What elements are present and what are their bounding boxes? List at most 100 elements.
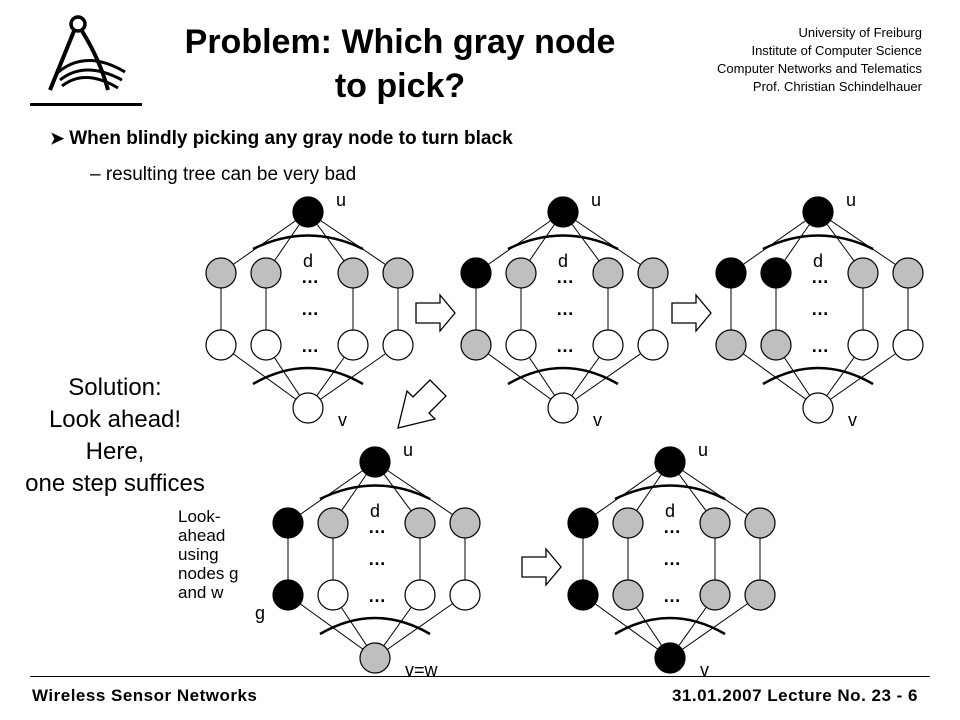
- label-v: v: [338, 410, 347, 430]
- lookahead-line-5: and w: [178, 583, 224, 602]
- node-d: [612, 507, 644, 539]
- node-d: [505, 257, 537, 289]
- right-arrow-icon: [415, 293, 456, 333]
- ellipsis: …: [301, 267, 319, 287]
- node-lower: [760, 329, 792, 361]
- label-d: d: [558, 251, 568, 271]
- upper-arc: [762, 234, 874, 251]
- lookahead-line-3: using: [178, 545, 219, 564]
- graph-3: ud………v: [715, 190, 924, 430]
- lookahead-line-2: ahead: [178, 526, 226, 545]
- node-lower: [317, 579, 349, 611]
- ellipsis: …: [811, 336, 829, 356]
- arrow-bullet-icon: ➤: [50, 129, 65, 148]
- bullet-point: ➤When blindly picking any gray node to t…: [50, 128, 513, 150]
- node-lower: [449, 579, 481, 611]
- graph-5: ud………v: [567, 440, 776, 680]
- node-d: [760, 257, 792, 289]
- node-d: [205, 257, 237, 289]
- node-d: [892, 257, 924, 289]
- node-u: [654, 446, 686, 478]
- node-lower: [637, 329, 669, 361]
- label-d: d: [813, 251, 823, 271]
- edge: [220, 211, 309, 274]
- node-lower: [892, 329, 924, 361]
- ellipsis: …: [811, 299, 829, 319]
- node-d: [567, 507, 599, 539]
- node-v: [654, 642, 686, 674]
- lower-arc: [507, 366, 619, 386]
- sub-bullet: – resulting tree can be very bad: [90, 164, 357, 185]
- node-d: [449, 507, 481, 539]
- node-d: [250, 257, 282, 289]
- node-u: [547, 196, 579, 228]
- edge: [307, 344, 399, 409]
- node-v: [547, 392, 579, 424]
- solution-line-2: Look ahead!: [48, 406, 182, 433]
- right-arrow-icon: [671, 293, 712, 333]
- lower-arc: [319, 616, 431, 636]
- slide-title: Problem: Which gray node to pick?: [150, 20, 650, 108]
- node-u: [292, 196, 324, 228]
- node-lower: [847, 329, 879, 361]
- node-d: [744, 507, 776, 539]
- bullet-text: When blindly picking any gray node to tu…: [69, 128, 513, 149]
- upper-arc: [614, 484, 726, 501]
- title-line-2: to pick?: [334, 67, 466, 105]
- solution-line-4: one step suffices: [25, 470, 205, 497]
- node-d: [272, 507, 304, 539]
- affiliation-block: University of Freiburg Institute of Comp…: [717, 24, 922, 96]
- node-v: [359, 642, 391, 674]
- upper-arc: [319, 484, 431, 501]
- edge: [582, 594, 671, 659]
- label-g: g: [255, 603, 265, 623]
- footer-date-lecture: 31.01.2007 Lecture No. 23 - 6: [671, 686, 918, 705]
- node-lower: [205, 329, 237, 361]
- node-lower: [567, 579, 599, 611]
- node-u: [359, 446, 391, 478]
- edge: [669, 594, 761, 659]
- node-lower: [250, 329, 282, 361]
- ellipsis: …: [301, 336, 319, 356]
- edge: [730, 344, 819, 409]
- arrows-layer: [397, 293, 712, 587]
- node-lower: [337, 329, 369, 361]
- node-d: [699, 507, 731, 539]
- node-lower: [744, 579, 776, 611]
- edge: [287, 594, 376, 659]
- upper-arc: [252, 234, 364, 251]
- edge: [307, 211, 399, 274]
- right-arrow-icon: [521, 547, 562, 587]
- node-lower: [382, 329, 414, 361]
- node-lower: [612, 579, 644, 611]
- node-d: [404, 507, 436, 539]
- lower-arc: [762, 366, 874, 386]
- ellipsis: …: [556, 267, 574, 287]
- ellipsis: …: [811, 267, 829, 287]
- ellipsis: …: [556, 299, 574, 319]
- solution-line-3: Here,: [85, 438, 145, 465]
- footer-rule: [30, 676, 930, 677]
- node-d: [382, 257, 414, 289]
- edge: [562, 211, 654, 274]
- edge: [374, 594, 466, 659]
- edge: [817, 344, 909, 409]
- node-d: [337, 257, 369, 289]
- lookahead-line-1: Look-: [178, 507, 221, 526]
- edge: [287, 461, 376, 524]
- ellipsis: …: [556, 336, 574, 356]
- label-d: d: [665, 501, 675, 521]
- solution-text: Solution: Look ahead! Here, one step suf…: [0, 372, 230, 500]
- lower-arc: [252, 366, 364, 386]
- ellipsis: …: [301, 299, 319, 319]
- edge: [220, 344, 309, 409]
- label-u: u: [336, 190, 346, 210]
- lookahead-note: Look- ahead using nodes g and w: [178, 507, 239, 602]
- node-lower: [592, 329, 624, 361]
- label-d: d: [370, 501, 380, 521]
- edge: [374, 461, 466, 524]
- edge: [669, 461, 761, 524]
- footer-course-title: Wireless Sensor Networks: [32, 686, 258, 705]
- edge: [562, 344, 654, 409]
- ellipsis: …: [663, 517, 681, 537]
